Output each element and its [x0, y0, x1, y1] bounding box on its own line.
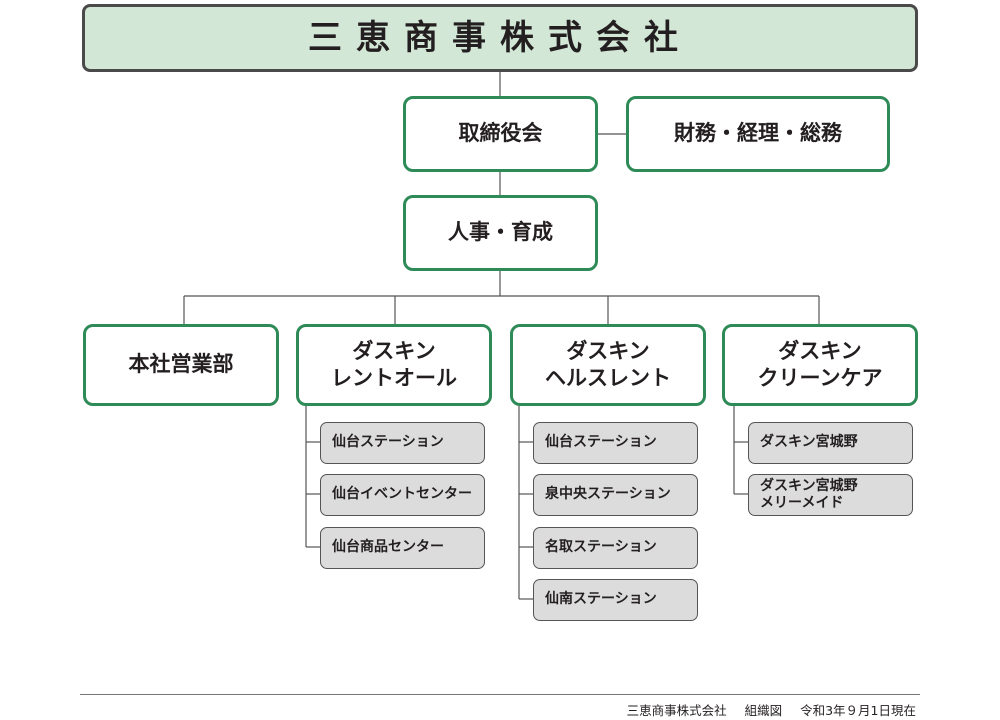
unit-health-izumichuo-station: 泉中央ステーション	[533, 474, 698, 516]
board-box: 取締役会	[403, 96, 598, 172]
unit-cleancare-miyagino-merrymaids: ダスキン宮城野 メリーメイド	[748, 474, 913, 516]
dept-duskin-healthrent: ダスキン ヘルスレント	[510, 324, 706, 406]
footer-title: 組織図	[744, 703, 783, 718]
footer-divider	[80, 694, 920, 695]
unit-health-sennan-station: 仙南ステーション	[533, 579, 698, 621]
footer-date: 令和3年９月1日現在	[800, 703, 916, 718]
unit-rentall-sendai-event-center: 仙台イベントセンター	[320, 474, 485, 516]
unit-rentall-sendai-station: 仙台ステーション	[320, 422, 485, 464]
finance-box: 財務・経理・総務	[626, 96, 890, 172]
dept-duskin-rentall: ダスキン レントオール	[296, 324, 492, 406]
unit-health-sendai-station: 仙台ステーション	[533, 422, 698, 464]
unit-health-natori-station: 名取ステーション	[533, 527, 698, 569]
unit-cleancare-miyagino: ダスキン宮城野	[748, 422, 913, 464]
footer-caption: 三恵商事株式会社 組織図 令和3年９月1日現在	[627, 700, 916, 719]
company-title: 三恵商事株式会社	[82, 4, 918, 72]
footer-company: 三恵商事株式会社	[626, 703, 727, 718]
unit-rentall-sendai-product-center: 仙台商品センター	[320, 527, 485, 569]
dept-honsha-sales: 本社営業部	[83, 324, 279, 406]
dept-duskin-cleancare: ダスキン クリーンケア	[722, 324, 918, 406]
hr-box: 人事・育成	[403, 195, 598, 271]
